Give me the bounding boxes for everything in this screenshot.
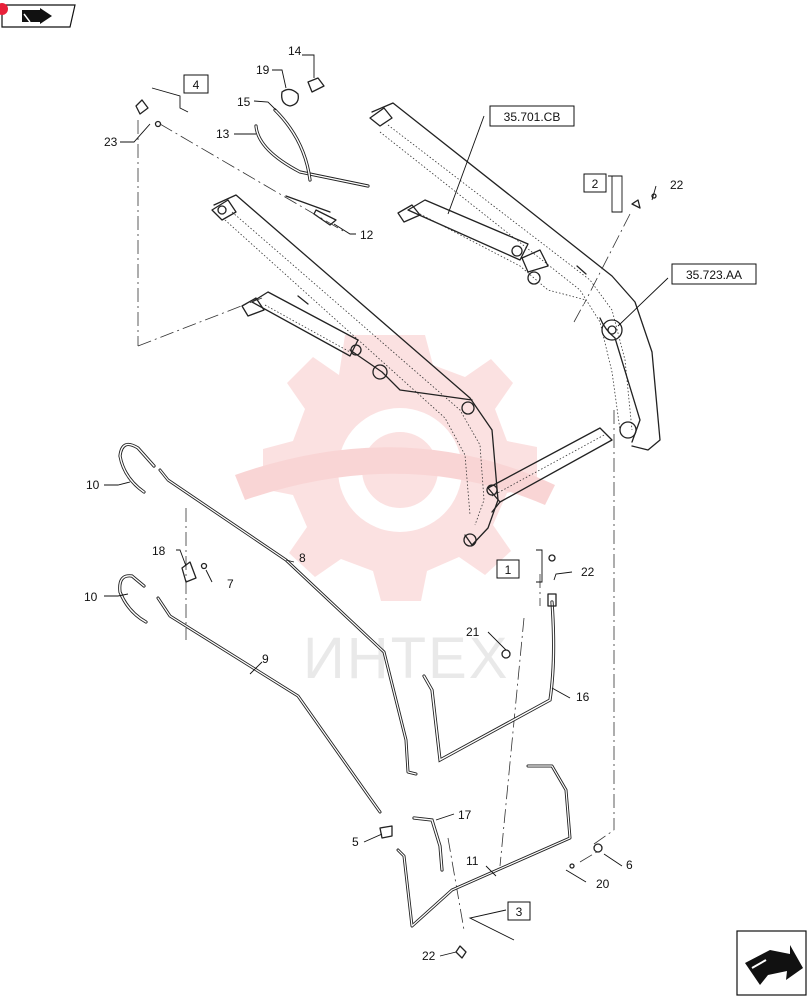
callout-14: 14 (288, 44, 302, 58)
section-ref-35-701-cb-text: 35.701.CB (504, 110, 561, 124)
section-ref-35-723-aa-text: 35.723.AA (686, 268, 742, 282)
section-ref-35-701-cb[interactable]: 35.701.CB (489, 105, 575, 127)
callout-labels: 14 19 15 13 23 12 22 10 18 7 8 10 9 22 2… (84, 44, 684, 963)
callout-21: 21 (466, 625, 480, 639)
callout-19: 19 (256, 63, 270, 77)
callout-10-upper: 10 (86, 478, 100, 492)
hose-16 (422, 593, 557, 763)
callout-10-lower: 10 (84, 590, 98, 604)
tube-9 (156, 596, 382, 814)
boxed-callout-1: 1 (496, 559, 520, 579)
callout-9: 9 (262, 652, 269, 666)
watermark-logo: ИНТЕХ (235, 335, 555, 691)
callout-16: 16 (576, 690, 590, 704)
callout-22-top: 22 (670, 178, 684, 192)
book-arrow-icon[interactable] (0, 3, 76, 28)
section-ref-35-723-aa[interactable]: 35.723.AA (671, 263, 757, 285)
tube-8 (158, 468, 418, 776)
boxed-callout-3: 3 (507, 901, 531, 921)
callout-18: 18 (152, 544, 166, 558)
callout-8: 8 (299, 551, 306, 565)
callout-17: 17 (458, 808, 472, 822)
callout-20: 20 (596, 877, 610, 891)
top-hoses (135, 77, 370, 226)
loader-arm-rear (369, 102, 661, 451)
boxed-callout-3-text: 3 (516, 905, 523, 919)
boxed-callout-4: 4 (183, 74, 209, 94)
boxed-callout-1-text: 1 (505, 563, 512, 577)
callout-11: 11 (466, 854, 479, 868)
callout-13: 13 (216, 127, 230, 141)
callout-5: 5 (352, 835, 359, 849)
callout-6: 6 (626, 858, 633, 872)
callout-12: 12 (360, 228, 374, 242)
tube-11 (396, 764, 572, 928)
boxed-callout-2-text: 2 (592, 177, 599, 191)
callout-15: 15 (237, 95, 251, 109)
callout-22-mid: 22 (581, 565, 595, 579)
next-page-arrow-icon[interactable] (736, 930, 807, 996)
watermark-text: ИНТЕХ (303, 626, 509, 691)
callout-22-bottom: 22 (422, 949, 436, 963)
boxed-callout-4-text: 4 (193, 78, 200, 92)
boxed-callout-2: 2 (583, 173, 607, 193)
cross-tube (487, 427, 613, 513)
loader-arm-front (211, 194, 499, 547)
projection-lines (137, 120, 631, 931)
leader-lines (104, 54, 669, 957)
hoses-10 (118, 442, 156, 624)
callout-7: 7 (227, 577, 234, 591)
hose-17 (379, 816, 444, 872)
callout-23: 23 (104, 135, 118, 149)
